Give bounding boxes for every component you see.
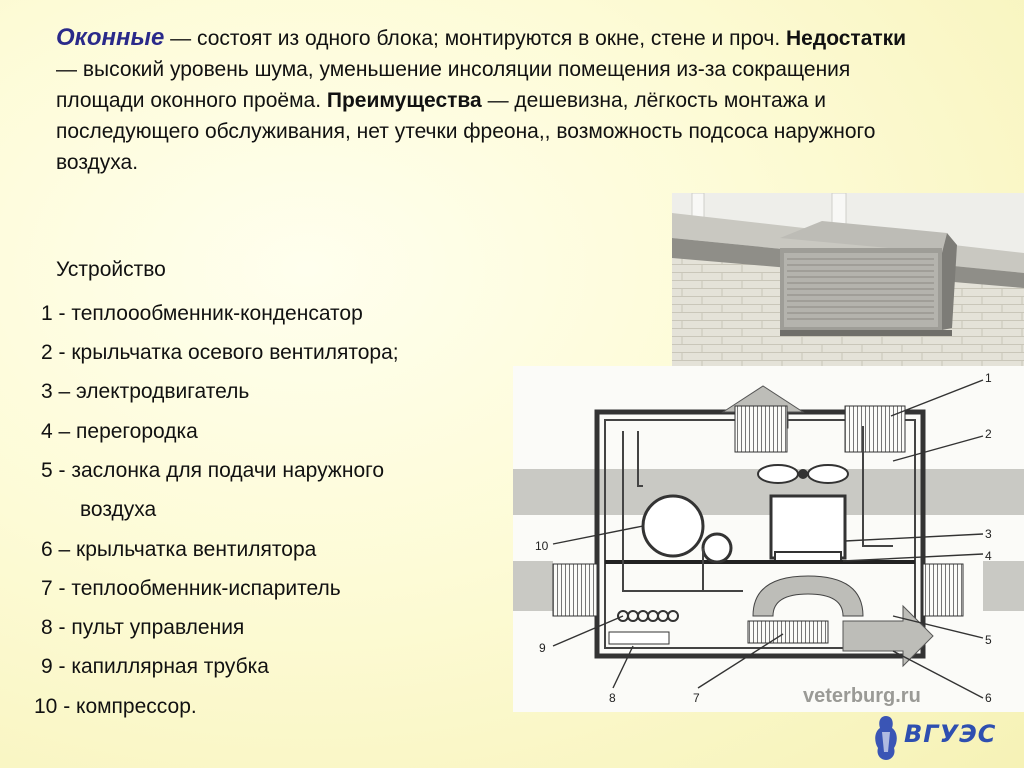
diagram-watermark: veterburg.ru (803, 685, 921, 707)
diagram-label-3: 3 (985, 527, 992, 541)
list-item: 6 – крыльчатка вентилятора (41, 538, 317, 561)
list-item: 1 - теплоообменник-конденсатор (41, 302, 363, 325)
list-item: 3 – электродвигатель (41, 380, 250, 403)
diagram-label-10: 10 (535, 539, 549, 553)
disadvantages-label: Недостатки (786, 27, 907, 50)
list-item: 8 - пульт управления (41, 616, 245, 639)
logo-text: ВГУЭС (904, 720, 997, 748)
list-item: 10 - компрессор. (34, 695, 197, 718)
intro-text-3: — дешевизна, лёгкость монтажа и последую… (56, 89, 876, 174)
list-item: 9 - капиллярная трубка (41, 655, 269, 678)
list-item: 2 - крыльчатка осевого вентилятора; (41, 341, 399, 364)
device-title: Устройство (56, 258, 166, 281)
window-ac-photo (672, 193, 1024, 368)
list-item: 5 - заслонка для подачи наружного (41, 459, 385, 482)
list-item: воздуха (80, 498, 157, 521)
intro-paragraph: Оконные — состоят из одного блока; монти… (56, 22, 916, 178)
diagram-label-8: 8 (609, 691, 616, 705)
diagram-label-5: 5 (985, 633, 992, 647)
logo-figure-icon (875, 716, 897, 760)
heading-windows-type: Оконные (56, 24, 165, 51)
diagram-label-1: 1 (985, 371, 992, 385)
diagram-label-9: 9 (539, 641, 546, 655)
diagram-label-2: 2 (985, 427, 992, 441)
list-item: 4 – перегородка (41, 420, 198, 443)
diagram-label-7: 7 (693, 691, 700, 705)
university-logo (866, 712, 990, 762)
diagram-label-4: 4 (985, 549, 992, 563)
ac-schematic-diagram: 1 2 3 4 5 6 7 8 9 10 veterburg.ru (513, 366, 1024, 712)
intro-text-1: — состоят из одного блока; монтируются в… (164, 27, 787, 50)
advantages-label: Преимущества (326, 89, 482, 112)
list-item: 7 - теплообменник-испаритель (41, 577, 341, 600)
diagram-label-6: 6 (985, 691, 992, 705)
intro-text-2: — высокий уровень шума, уменьшение инсол… (56, 58, 851, 112)
